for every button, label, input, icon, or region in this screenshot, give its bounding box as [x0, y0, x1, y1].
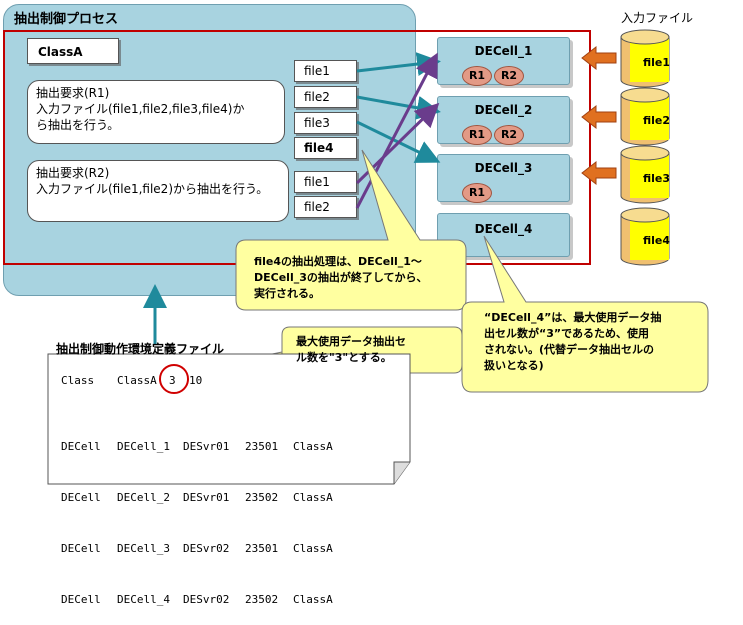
callout-decell4-line2: 出セル数が“3”であるため、使用	[484, 327, 650, 340]
input-file-1-label: file1	[643, 56, 671, 69]
config-file-document	[47, 353, 411, 485]
arrow-file1-decell1	[356, 52, 441, 76]
cell-class: ClassA	[293, 491, 333, 504]
cell-name: DECell_4	[117, 593, 170, 606]
callout-config-line2: ル数を"3"とする。	[296, 351, 392, 364]
cell-server: DESvr02	[183, 593, 230, 606]
callout-decell4-line3: されない。(代替データ抽出セルの	[484, 343, 655, 356]
arrow-file3-decell3	[356, 120, 441, 163]
callout-file4-line2: DECell_3の抽出が終了してから、	[254, 271, 428, 284]
callout-config-text: 最大使用データ抽出セ ル数を"3"とする。	[296, 334, 406, 366]
cell-port: 23501	[245, 440, 279, 453]
callout-config-line1: 最大使用データ抽出セ	[296, 335, 406, 348]
decell-1-label: DECell_1	[474, 44, 533, 58]
process-title: 抽出制御プロセス	[14, 12, 119, 27]
decell-3-label: DECell_3	[474, 161, 533, 175]
orange-arrow-3	[581, 160, 617, 186]
input-file-4-label: file4	[643, 234, 671, 247]
orange-arrow-1	[581, 45, 617, 71]
input-file-cylinder-4	[620, 207, 670, 266]
input-file-cylinder-1	[620, 29, 670, 88]
cell-server: DESvr01	[183, 491, 230, 504]
cell-name: DECell_1	[117, 440, 170, 453]
input-file-3-label: file3	[643, 172, 671, 185]
callout-file4-line3: 実行される。	[254, 287, 320, 300]
config-row: DECell DECell_2 DESvr01 23502 ClassA	[61, 489, 333, 506]
cell-server: DESvr02	[183, 542, 230, 555]
cell-name: DECell_3	[117, 542, 170, 555]
decell-2-badge-r2: R2	[494, 125, 524, 145]
decell-3: DECell_3 R1	[437, 154, 570, 203]
cell-type: DECell	[61, 542, 101, 555]
config-class-row: Class ClassA 3 10	[61, 372, 202, 389]
cell-port: 23502	[245, 593, 279, 606]
connectors-layer	[47, 29, 709, 485]
request-r2: 抽出要求(R2) 入力ファイル(file1,file2)から抽出を行う。	[27, 160, 289, 222]
decell-2-label: DECell_2	[474, 103, 533, 117]
request-r2-line1: 入力ファイル(file1,file2)から抽出を行う。	[36, 182, 269, 196]
callout-decell4-line4: 扱いとなる)	[484, 359, 544, 372]
decell-2-badge-r1: R1	[462, 125, 492, 145]
config-row: DECell DECell_1 DESvr01 23501 ClassA	[61, 438, 333, 455]
cell-type: DECell	[61, 491, 101, 504]
decell-3-badge-r1: R1	[462, 183, 492, 203]
r1-file3-box: file3	[294, 112, 357, 134]
decell-2: DECell_2 R1 R2	[437, 96, 570, 145]
r1-file2-box: file2	[294, 86, 357, 108]
input-file-cylinder-2	[620, 87, 670, 146]
input-file-cylinder-3	[620, 145, 670, 204]
decell-1: DECell_1 R1 R2	[437, 37, 570, 86]
class-label: ClassA	[27, 38, 119, 64]
request-r1-title: 抽出要求(R1)	[36, 86, 110, 100]
callout-decell4-text: “DECell_4”は、最大使用データ抽 出セル数が“3”であるため、使用 され…	[484, 310, 661, 374]
cell-port: 23502	[245, 491, 279, 504]
highlight-circle	[159, 364, 189, 394]
cell-type: DECell	[61, 593, 101, 606]
input-file-2-label: file2	[643, 114, 671, 127]
input-files-title: 入力ファイル	[621, 11, 694, 25]
request-r1: 抽出要求(R1) 入力ファイル(file1,file2,file3,file4)…	[27, 80, 285, 144]
config-class-param: 10	[189, 374, 203, 387]
r1-file1-box: file1	[294, 60, 357, 82]
config-row: DECell DECell_3 DESvr02 23501 ClassA	[61, 540, 333, 557]
r2-file1-box: file1	[294, 171, 357, 193]
request-r1-line1: 入力ファイル(file1,file2,file3,file4)か	[36, 102, 245, 116]
cell-class: ClassA	[293, 542, 333, 555]
decell-1-badge-r1: R1	[462, 66, 492, 86]
config-max-cells: 3	[169, 374, 176, 387]
callout-file4-line1: file4の抽出処理は、DECell_1～	[254, 255, 422, 268]
config-row: DECell DECell_4 DESvr02 23502 ClassA	[61, 591, 333, 608]
callout-file4-text: file4の抽出処理は、DECell_1～ DECell_3の抽出が終了してから…	[254, 254, 428, 302]
cell-server: DESvr01	[183, 440, 230, 453]
cell-class: ClassA	[293, 440, 333, 453]
request-r1-line2: ら抽出を行う。	[36, 118, 120, 132]
config-file-title: 抽出制御動作環境定義ファイル	[56, 342, 225, 356]
config-class-name: ClassA	[117, 374, 157, 387]
request-r2-title: 抽出要求(R2)	[36, 166, 110, 180]
callout-decell4-line1: “DECell_4”は、最大使用データ抽	[484, 311, 662, 324]
arrow-file2-decell2	[356, 95, 441, 120]
cell-class: ClassA	[293, 593, 333, 606]
orange-arrow-2	[581, 104, 617, 130]
arrow-r2file2-decell1	[355, 52, 438, 209]
callout-decell4-shape	[461, 235, 709, 393]
r2-file2-box: file2	[294, 196, 357, 218]
r1-file4-box: file4	[294, 137, 357, 159]
decell-4-label: DECell_4	[474, 222, 533, 236]
cell-name: DECell_2	[117, 491, 170, 504]
decell-1-badge-r2: R2	[494, 66, 524, 86]
cell-port: 23501	[245, 542, 279, 555]
callout-file4-shape	[235, 149, 467, 311]
config-class-keyword: Class	[61, 374, 95, 387]
cell-type: DECell	[61, 440, 101, 453]
